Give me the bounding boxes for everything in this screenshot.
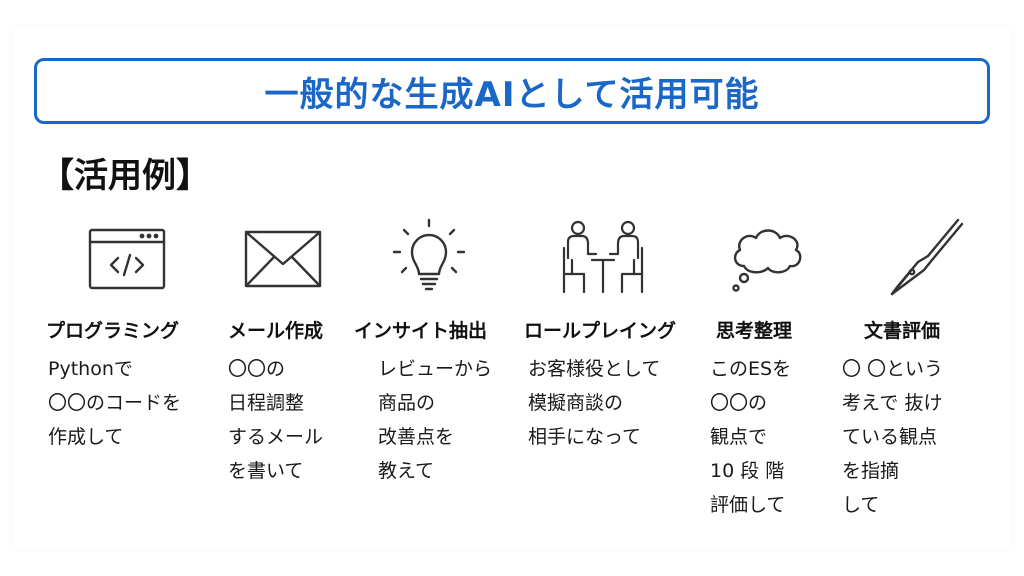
fountain-pen-icon <box>878 214 968 304</box>
desc-line: 〇〇の <box>228 358 286 380</box>
two-people-table-icon <box>558 214 648 304</box>
item-desc-insight: レビューから 商品の 改善点を 教えて <box>378 352 492 488</box>
thought-cloud-icon <box>722 214 812 304</box>
desc-line: 〇 〇という <box>842 358 944 380</box>
code-window-icon <box>82 214 172 304</box>
item-desc-document: 〇 〇という 考えで 抜け ている観点 を指摘 して <box>842 352 943 522</box>
desc-line: して <box>842 494 880 516</box>
desc-line: 相手になって <box>528 426 642 448</box>
section-heading: 【活用例】 <box>40 156 210 196</box>
desc-line: ている観点 <box>842 426 938 448</box>
item-label-insight: インサイト抽出 <box>354 320 488 342</box>
desc-line: を指摘 <box>842 460 900 482</box>
item-label-document: 文書評価 <box>864 320 941 342</box>
desc-line: 10 段 階 <box>710 460 785 482</box>
item-desc-programming: Pythonで 〇〇のコードを 作成して <box>48 352 181 454</box>
desc-line: 〇〇のコードを <box>48 392 182 414</box>
slide-background <box>12 26 1012 548</box>
desc-line: を書いて <box>228 460 304 482</box>
desc-line: 考えで 抜け <box>842 392 943 414</box>
desc-line: するメール <box>228 426 324 448</box>
desc-line: Pythonで <box>48 358 133 380</box>
desc-line: 模擬商談の <box>528 392 624 414</box>
desc-line: 商品の <box>378 392 436 414</box>
desc-line: 改善点を <box>378 426 455 448</box>
item-desc-thought: このESを 〇〇の 観点で 10 段 階 評価して <box>710 352 791 522</box>
lightbulb-icon <box>384 214 474 304</box>
desc-line: 評価して <box>710 494 786 516</box>
item-label-email: メール作成 <box>228 320 324 342</box>
desc-line: 日程調整 <box>228 392 305 414</box>
desc-line: 〇〇の <box>710 392 768 414</box>
desc-line: 観点で <box>710 426 768 448</box>
item-label-thought: 思考整理 <box>716 320 793 342</box>
item-label-roleplay: ロールプレイング <box>524 320 677 342</box>
item-desc-email: 〇〇の 日程調整 するメール を書いて <box>228 352 323 488</box>
item-desc-roleplay: お客様役として 模擬商談の 相手になって <box>528 352 660 454</box>
desc-line: このESを <box>710 358 792 380</box>
title-banner: 一般的な生成AIとして活用可能 <box>34 58 990 124</box>
desc-line: 作成して <box>48 426 124 448</box>
desc-line: レビューから <box>378 358 493 380</box>
envelope-icon <box>238 214 328 304</box>
item-label-programming: プログラミング <box>46 320 180 342</box>
desc-line: お客様役として <box>528 358 661 380</box>
page-title: 一般的な生成AIとして活用可能 <box>264 74 760 115</box>
desc-line: 教えて <box>378 460 435 482</box>
